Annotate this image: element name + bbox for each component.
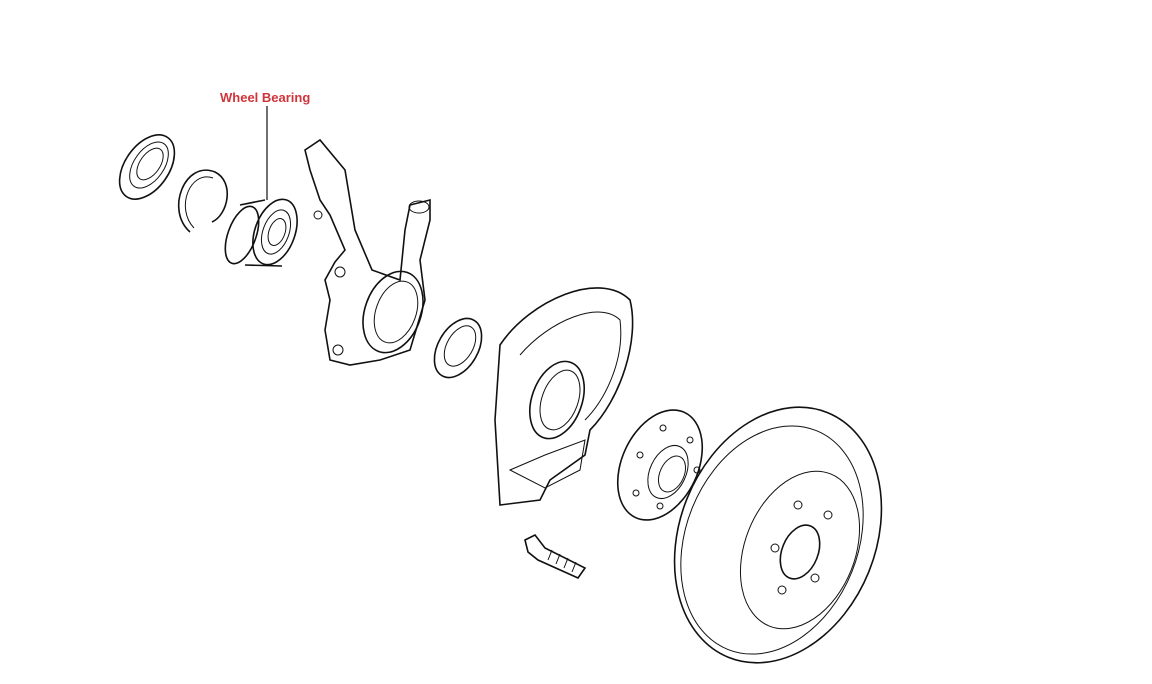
wheel-stud bbox=[524, 533, 587, 580]
inner-oil-seal bbox=[433, 317, 483, 379]
dust-shield bbox=[494, 287, 634, 506]
steering-knuckle bbox=[304, 138, 431, 366]
wheel-bearing-callout-label: Wheel Bearing bbox=[220, 90, 311, 105]
hub-flange bbox=[616, 409, 704, 521]
wheel-bearing bbox=[224, 198, 298, 267]
snap-ring bbox=[178, 169, 229, 233]
outer-oil-seal bbox=[118, 134, 176, 200]
brake-disc-rotor bbox=[673, 406, 883, 664]
